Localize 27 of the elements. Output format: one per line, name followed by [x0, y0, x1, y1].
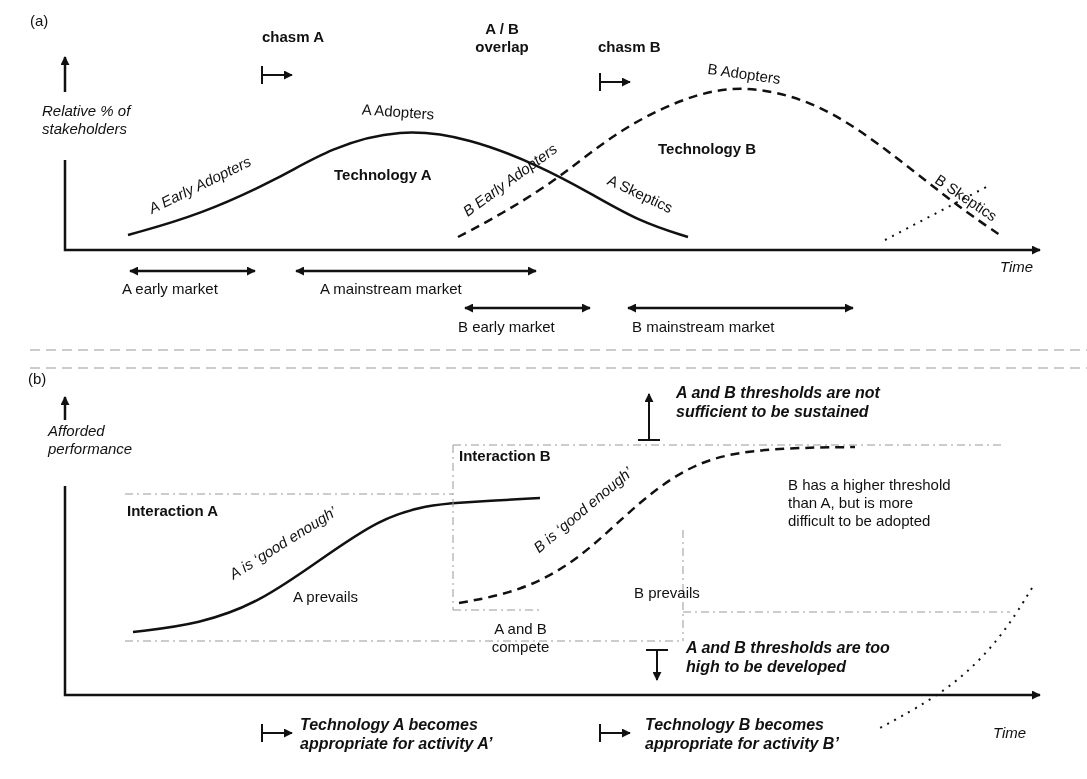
- chasm-label: chasm A: [262, 28, 324, 46]
- threshold-note: A and B thresholds are not sufficient to be sustained: [676, 383, 882, 422]
- range-label: A early market: [122, 280, 218, 298]
- range-label: B mainstream market: [632, 318, 775, 336]
- panel-label: (a): [30, 12, 49, 30]
- region-label: Technology B: [658, 140, 757, 158]
- range-label: B early market: [458, 318, 555, 336]
- overlap-label: A / B overlap: [474, 20, 530, 56]
- region-label: Interaction A: [127, 502, 219, 520]
- region-label: A and B compete: [490, 620, 551, 656]
- axis-label: Relative % of stakeholders: [42, 102, 133, 138]
- curve-label: A Adopters: [361, 100, 435, 124]
- milestone-note: Technology A becomes appropriate for activity A’: [300, 715, 494, 754]
- region-label: Interaction B: [459, 447, 551, 465]
- axis-label: Time: [993, 724, 1027, 742]
- chasm-label: chasm B: [598, 38, 661, 56]
- threshold-note: A and B thresholds are too high to be developed: [686, 638, 891, 677]
- curve-label: B Adopters: [706, 60, 782, 88]
- panel-label: (b): [28, 370, 47, 388]
- axis-label: Time: [1000, 258, 1034, 276]
- range-label: A mainstream market: [320, 280, 462, 298]
- region-label: Technology A: [334, 166, 432, 184]
- region-label: A prevails: [293, 588, 359, 606]
- milestone-note: Technology B becomes appropriate for activity B’: [645, 715, 840, 754]
- note: B has a higher threshold than A, but is more difficult to be adopted: [788, 476, 952, 530]
- axis-label: Afforded performance: [48, 422, 134, 458]
- region-label: B prevails: [634, 584, 700, 602]
